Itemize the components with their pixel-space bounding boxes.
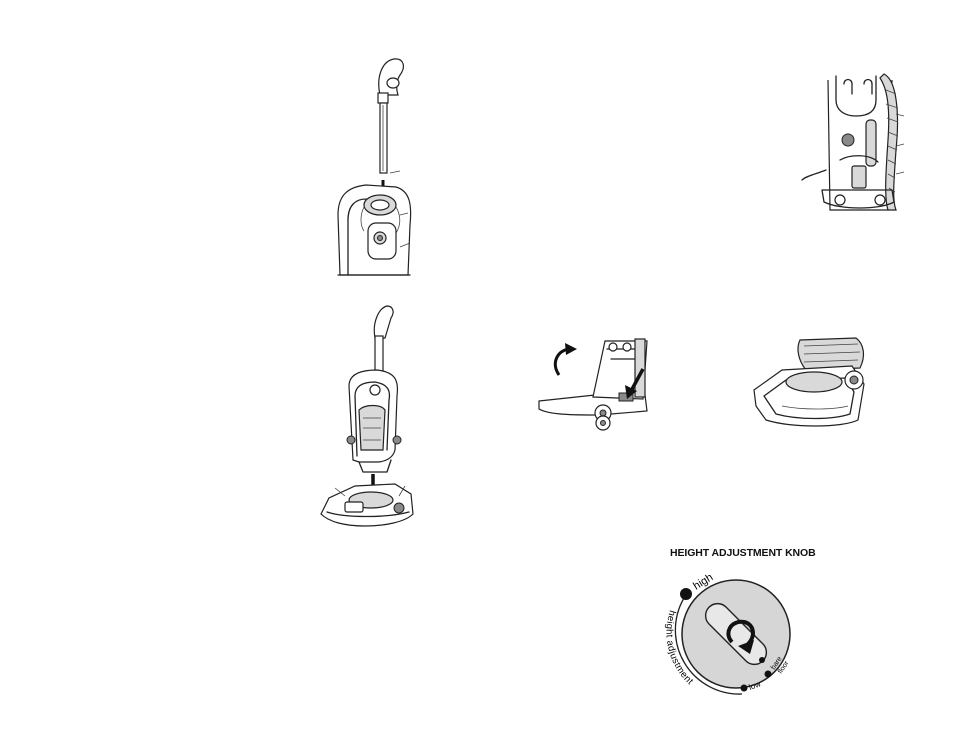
- height-knob-illustration: high low bare floor height adjustment: [650, 570, 810, 720]
- figure-base-closeup: [752, 336, 877, 431]
- knob-title: HEIGHT ADJUSTMENT KNOB: [670, 547, 816, 559]
- low-marker-dot: [741, 685, 748, 692]
- figure-hose-storage: [800, 70, 905, 220]
- bare-floor-marker-dot: [765, 671, 772, 678]
- pedal-tilt-illustration: [535, 335, 665, 435]
- curved-arrow-icon: [555, 343, 577, 375]
- upright-attach-illustration: [315, 300, 425, 532]
- knob-pointer-dot: [759, 657, 765, 663]
- hose-storage-illustration: [800, 70, 905, 220]
- handle-insert-illustration: [330, 55, 420, 280]
- figure-height-knob: high low bare floor height adjustment: [650, 570, 810, 720]
- figure-handle-insert: [330, 55, 420, 280]
- figure-upright-attach: [315, 300, 425, 532]
- base-closeup-illustration: [752, 336, 877, 431]
- figure-pedal-tilt: [535, 335, 665, 435]
- high-marker-dot: [680, 588, 692, 600]
